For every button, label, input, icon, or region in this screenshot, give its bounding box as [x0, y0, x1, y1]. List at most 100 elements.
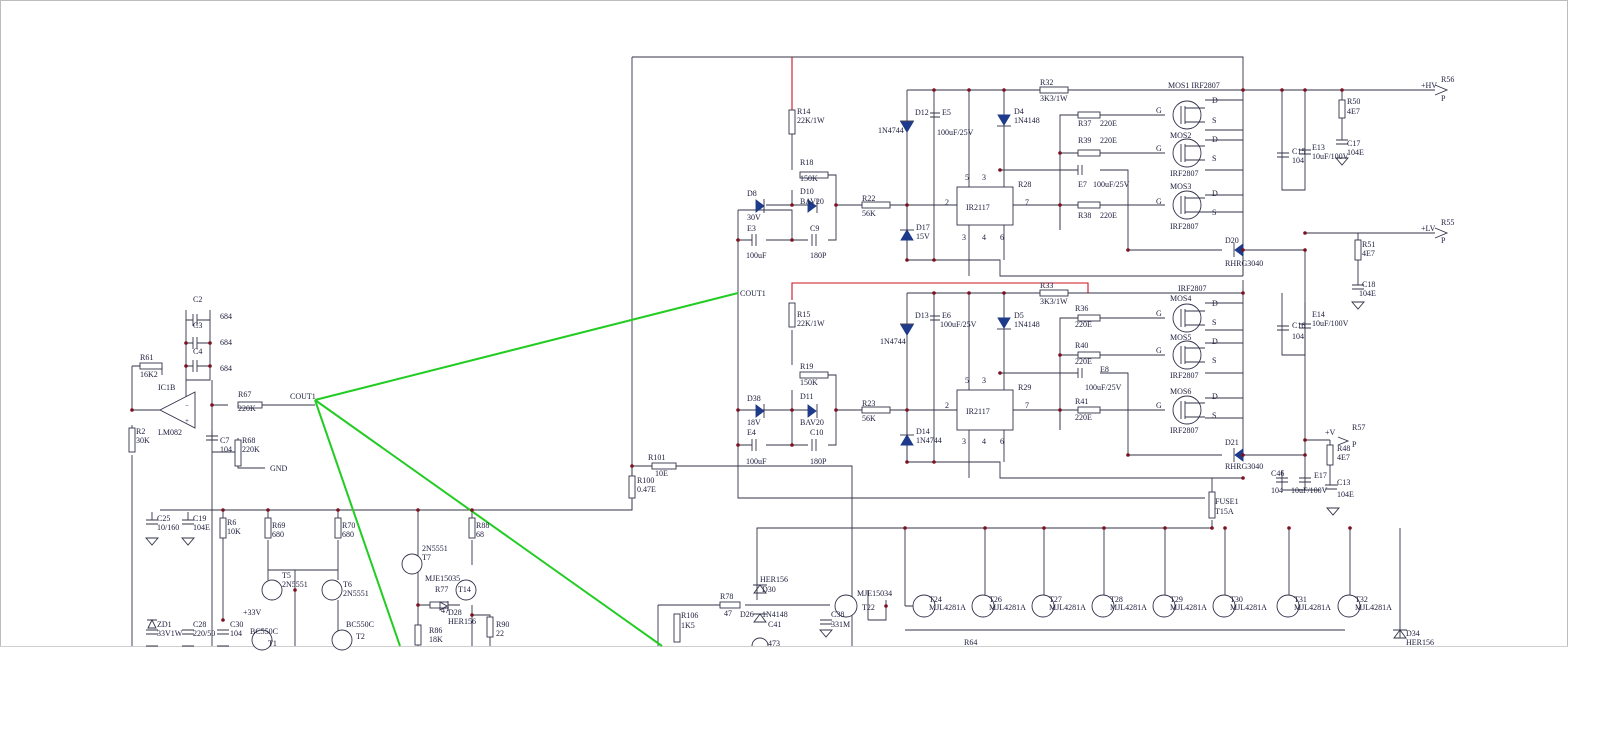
- label-d12: D12: [915, 108, 929, 117]
- label-e17: E17: [1314, 471, 1327, 480]
- svg-text:+: +: [185, 417, 189, 425]
- net-hv: +HV: [1421, 81, 1437, 90]
- green-cout1-lines: [314, 292, 739, 647]
- label-t30: T30: [1230, 595, 1243, 604]
- label-c17v: 104E: [1347, 148, 1364, 157]
- label-r32v: 3K3/1W: [1040, 94, 1068, 103]
- label-r68: R68: [242, 436, 255, 445]
- label-c4: C4: [193, 347, 202, 356]
- label-c38: C38: [831, 610, 844, 619]
- label-c7v: 104: [220, 445, 232, 454]
- ir2117-lower: [956, 389, 1014, 431]
- net-r56: R56: [1441, 75, 1454, 84]
- label-d26v: 1N4148: [762, 610, 788, 619]
- net-p2: P: [1441, 236, 1446, 245]
- label-s: S: [1212, 116, 1216, 125]
- label-d8: D8: [747, 189, 757, 198]
- label-s: S: [1212, 154, 1216, 163]
- label-e6: E6: [942, 311, 951, 320]
- label-r90v: 22: [496, 629, 504, 638]
- label-g: G: [1156, 401, 1162, 410]
- net-r57: R57: [1352, 423, 1365, 432]
- net-cout1-left: COUT1: [290, 392, 316, 401]
- label-e4v: 100uF: [746, 457, 767, 466]
- label-s: S: [1212, 208, 1216, 217]
- label-r64: R64: [964, 638, 977, 647]
- component-labels: R14 22K/1W R18 150K D8 30V D10 BAV20 R22…: [136, 78, 1434, 648]
- label-r18v: 150K: [800, 174, 818, 183]
- label-r69: R69: [272, 521, 285, 530]
- label-r15v: 22K/1W: [797, 319, 825, 328]
- label-c28v: 220/50: [193, 629, 215, 638]
- label-e14v: 10uF/100V: [1312, 319, 1349, 328]
- label-r78: R78: [720, 592, 733, 601]
- label-mjl: MJL4281A: [1170, 603, 1207, 612]
- net-gnd: GND: [270, 464, 288, 473]
- label-mos5v: IRF2807: [1170, 371, 1198, 380]
- label-r88: R88: [476, 521, 489, 530]
- label-mos5: MOS5: [1170, 333, 1191, 342]
- label-e14: E14: [1312, 310, 1325, 319]
- label-r101v: 10E: [655, 469, 668, 478]
- label-r36: R36: [1075, 304, 1088, 313]
- label-mjl: MJL4281A: [1294, 603, 1331, 612]
- label-zd1: ZD1: [157, 620, 172, 629]
- junction-dots: [130, 88, 1352, 622]
- label-mjl: MJL4281A: [1110, 603, 1147, 612]
- label-mos3v: IRF2807: [1170, 222, 1198, 231]
- label-t14: T14: [458, 585, 471, 594]
- label-c4v: 684: [220, 364, 232, 373]
- label-c9v: 180P: [810, 251, 827, 260]
- label-d20v: RHRG3040: [1225, 259, 1263, 268]
- label-c15v: 104: [1292, 156, 1304, 165]
- resistors: [128, 86, 1362, 646]
- label-r15: R15: [797, 310, 810, 319]
- label-mos1: MOS1 IRF2807: [1168, 81, 1220, 90]
- label-r19v: 150K: [800, 378, 818, 387]
- label-mos4: MOS4: [1170, 294, 1191, 303]
- label-e13: E13: [1312, 143, 1325, 152]
- net-33v: +33V: [243, 608, 262, 617]
- label-d38: D38: [747, 394, 761, 403]
- label-e13v: 10uF/100V: [1312, 152, 1349, 161]
- label-r38v: 220E: [1100, 211, 1117, 220]
- label-c3: C3: [193, 321, 202, 330]
- label-t32: T32: [1355, 595, 1368, 604]
- label-r32: R32: [1040, 78, 1053, 87]
- label-d17v: 15V: [916, 232, 930, 241]
- mosfets: [1172, 100, 1205, 425]
- label-r36v: 220E: [1075, 320, 1092, 329]
- label-r67: R67: [238, 390, 251, 399]
- label-d34: D34: [1406, 629, 1420, 638]
- net-v: +V: [1325, 428, 1336, 437]
- label-c28: C28: [193, 620, 206, 629]
- label-r41: R41: [1075, 397, 1088, 406]
- net-labels: +HV R56 P +LV R55 P +V R57 P COUT1 COUT1…: [243, 75, 1454, 617]
- label-r61v: 16K2: [140, 370, 158, 379]
- label-ic2: IR2117: [966, 407, 990, 416]
- label-t31: T31: [1294, 595, 1307, 604]
- label-irf-top: IRF2807: [1178, 284, 1206, 293]
- label-d28: D28: [448, 608, 462, 617]
- label-g: G: [1156, 309, 1162, 318]
- label-t5v: 2N5551: [282, 580, 308, 589]
- label-c46: C46: [1271, 469, 1284, 478]
- label-r50: R50: [1347, 97, 1360, 106]
- label-d: D: [1212, 392, 1218, 401]
- label-c25: C25: [157, 514, 170, 523]
- label-c25v: 10/160: [157, 523, 179, 532]
- label-p5: 5: [965, 376, 969, 385]
- label-d11v: BAV20: [800, 418, 824, 427]
- label-r51: R51: [1362, 240, 1375, 249]
- label-mos3: MOS3: [1170, 182, 1191, 191]
- label-r88v: 68: [476, 530, 484, 539]
- label-p7: 7: [1025, 401, 1029, 410]
- label-d: D: [1212, 135, 1218, 144]
- label-p4: 4: [982, 233, 986, 242]
- label-d26: D26: [740, 610, 754, 619]
- label-g: G: [1156, 197, 1162, 206]
- label-t24: T24: [929, 595, 942, 604]
- label-r39: R39: [1078, 136, 1091, 145]
- label-r29: R29: [1018, 383, 1031, 392]
- label-r28: R28: [1018, 180, 1031, 189]
